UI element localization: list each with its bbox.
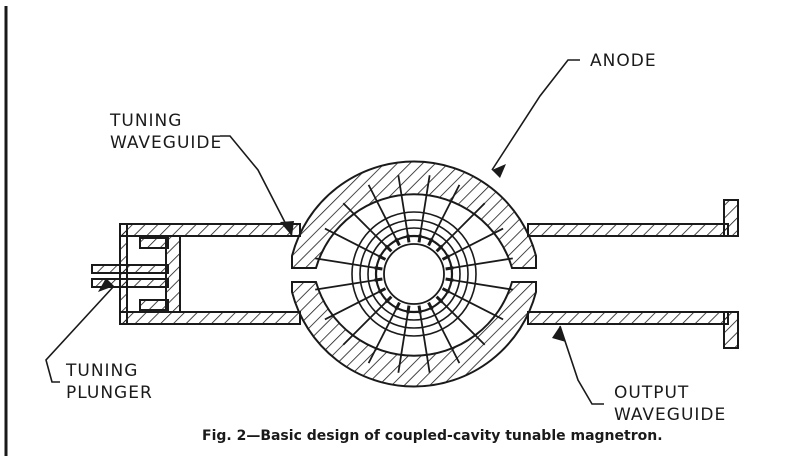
vane-tip <box>406 234 411 243</box>
vane-tip <box>441 287 451 294</box>
resonator-ring <box>374 234 454 314</box>
resonator-vane <box>431 309 461 364</box>
resonator-vane <box>449 227 504 257</box>
vane-tip <box>417 234 422 243</box>
resonator-vane <box>453 279 513 291</box>
resonator-ring <box>359 219 469 329</box>
figure-caption: Fig. 2—Basic design of coupled-cavity tu… <box>202 428 663 444</box>
vane-tip <box>377 254 387 261</box>
vane-tip <box>435 295 444 304</box>
resonator-ring <box>351 211 477 337</box>
leader-lines <box>45 59 604 405</box>
vane-tip <box>374 266 383 271</box>
resonator-vane <box>315 257 375 269</box>
resonator-vane <box>397 175 409 235</box>
vane-tip <box>445 277 454 282</box>
resonator-structure <box>315 175 513 373</box>
vane-tip <box>417 305 422 314</box>
resonator-ring <box>367 227 461 321</box>
resonator-vane <box>419 175 431 235</box>
resonator-vane <box>431 184 461 239</box>
label-tuning-waveguide-line2: WAVEGUIDE <box>110 133 222 153</box>
anode-shell <box>291 160 537 388</box>
vane-tip <box>374 277 383 282</box>
vane-tip <box>394 237 401 247</box>
cathode-space <box>383 243 445 305</box>
vane-tip <box>394 301 401 311</box>
label-tuning-plunger-line1: TUNING <box>65 361 138 381</box>
label-tuning-plunger-line2: PLUNGER <box>66 383 153 403</box>
resonator-vane <box>441 202 486 247</box>
vane-tip <box>384 295 393 304</box>
output-waveguide <box>527 199 739 349</box>
resonator-vane <box>342 301 387 346</box>
label-output-waveguide-line2: WAVEGUIDE <box>614 405 726 425</box>
vane-tip <box>427 237 434 247</box>
resonator-vane <box>453 257 513 269</box>
resonator-vane <box>367 309 397 364</box>
resonator-vane <box>315 279 375 291</box>
resonator-vane <box>342 202 387 247</box>
resonator-vane <box>324 227 379 257</box>
vane-tip <box>435 244 444 253</box>
vane-tip <box>441 254 451 261</box>
resonator-vane <box>324 291 379 321</box>
tuning-plunger <box>91 235 181 313</box>
vane-tip <box>445 266 454 271</box>
resonator-vane <box>367 184 397 239</box>
vane-tip <box>406 305 411 314</box>
resonator-vane <box>419 313 431 373</box>
resonator-vane <box>441 301 486 346</box>
vane-tip <box>427 301 434 311</box>
label-output-waveguide-line1: OUTPUT <box>614 383 689 403</box>
label-anode: ANODE <box>590 51 657 71</box>
resonator-vane <box>449 291 504 321</box>
resonator-vane <box>397 313 409 373</box>
arrowheads <box>98 164 566 342</box>
vane-tip <box>377 287 387 294</box>
vane-tip <box>384 244 393 253</box>
label-tuning-waveguide-line1: TUNING <box>109 111 182 131</box>
